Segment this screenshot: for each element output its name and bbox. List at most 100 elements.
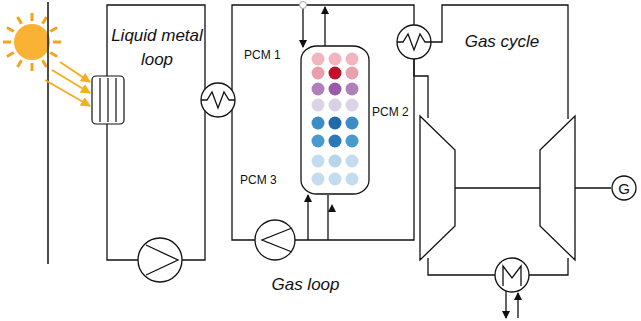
drawing-stroke <box>312 83 325 96</box>
drawing-stroke <box>324 7 325 47</box>
drawing-stroke <box>346 173 359 186</box>
drawing-stroke <box>329 67 342 80</box>
drawing-stroke <box>146 245 178 275</box>
valve-symbol <box>300 2 307 9</box>
generator-circle: G <box>611 175 637 201</box>
drawing-stroke <box>346 67 359 80</box>
drawing-stroke <box>14 24 50 60</box>
drawing-stroke <box>529 258 568 275</box>
drawing-stroke <box>201 92 235 108</box>
drawing-stroke <box>43 60 47 67</box>
drawing-stroke <box>329 83 342 96</box>
sun-symbol <box>3 13 61 71</box>
loop-label: Gas cycle <box>452 32 552 52</box>
receiver <box>92 76 124 124</box>
drawing-stroke <box>307 195 308 240</box>
drawing-stroke <box>420 116 455 260</box>
drawing-stroke <box>312 67 325 80</box>
drawing-stroke <box>43 17 47 24</box>
storage-tank: PCM 1PCM 2PCM 3 <box>300 45 370 195</box>
drawing-stroke <box>107 78 108 122</box>
drawing-stroke <box>300 2 307 9</box>
drawing-stroke <box>115 78 116 122</box>
pump <box>138 238 182 282</box>
drawing-stroke <box>312 53 325 66</box>
drawing-stroke <box>7 28 14 32</box>
drawing-stroke <box>329 117 342 130</box>
pcm-label: PCM 1 <box>244 48 281 62</box>
drawing-stroke <box>428 258 495 275</box>
drawing-stroke <box>52 70 90 93</box>
drawing-stroke <box>3 41 11 44</box>
loop-label: Liquid metal loop <box>110 24 204 72</box>
turbine <box>540 116 575 260</box>
drawing-stroke <box>495 258 529 292</box>
drawing-stroke <box>346 83 359 96</box>
drawing-stroke <box>346 53 359 66</box>
drawing-stroke <box>346 135 359 148</box>
drawing-stroke <box>431 5 568 119</box>
drawing-stroke <box>92 76 124 124</box>
gas-cycle <box>414 5 611 318</box>
drawing-stroke <box>301 46 369 194</box>
drawing-stroke <box>50 53 57 57</box>
drawing-stroke <box>329 99 342 112</box>
heat-exchanger <box>397 25 431 59</box>
compressor <box>420 116 455 260</box>
drawing-stroke <box>7 53 14 57</box>
drawing-stroke <box>505 290 506 318</box>
drawing-stroke <box>107 5 205 260</box>
drawing-stroke <box>99 78 100 122</box>
drawing-stroke <box>312 173 325 186</box>
drawing-stroke <box>414 59 428 118</box>
tank-outline <box>300 45 370 195</box>
drawing-stroke <box>327 195 328 240</box>
drawing-stroke <box>312 117 325 130</box>
drawing-stroke <box>255 220 295 260</box>
drawing-stroke <box>346 155 359 168</box>
drawing-stroke <box>201 83 235 117</box>
drawing-stroke <box>455 187 540 188</box>
drawing-stroke <box>53 41 61 44</box>
drawing-stroke <box>346 99 359 112</box>
drawing-stroke <box>232 100 255 240</box>
drawing-stroke <box>107 124 138 260</box>
drawing-stroke <box>346 117 359 130</box>
pcm-label: PCM 3 <box>240 173 277 187</box>
drawing-stroke <box>138 238 182 282</box>
cooler <box>495 258 529 292</box>
drawing-stroke <box>329 155 342 168</box>
drawing-stroke <box>329 53 342 66</box>
drawing-stroke <box>329 135 342 148</box>
drawing-stroke <box>503 266 521 286</box>
drawing-stroke <box>45 80 90 106</box>
drawing-stroke <box>397 25 431 59</box>
drawing-stroke <box>262 228 292 252</box>
drawing-stroke <box>575 187 611 188</box>
drawing-stroke <box>31 63 34 71</box>
drawing-stroke <box>332 205 333 222</box>
liquid-metal-loop <box>107 5 205 260</box>
pcm-label: PCM 2 <box>372 105 409 119</box>
loop-label: Gas loop <box>258 275 353 295</box>
drawing-stroke <box>312 155 325 168</box>
heat-exchanger <box>201 83 235 117</box>
drawing-stroke <box>18 17 22 24</box>
drawing-stroke <box>60 62 90 82</box>
drawing-stroke <box>517 293 518 318</box>
drawing-stroke <box>312 135 325 148</box>
drawing-stroke <box>540 116 575 260</box>
drawing-stroke <box>329 173 342 186</box>
drawing-stroke <box>31 13 34 21</box>
drawing-stroke <box>397 34 431 50</box>
wall-line <box>47 2 49 264</box>
drawing-stroke <box>18 60 22 67</box>
drawing-stroke <box>50 28 57 32</box>
gas-loop <box>232 5 414 240</box>
drawing-stroke <box>302 5 303 47</box>
drawing-stroke <box>612 176 636 200</box>
solar-rays <box>45 62 90 106</box>
drawing-stroke <box>312 99 325 112</box>
generator-label: G <box>618 180 630 197</box>
